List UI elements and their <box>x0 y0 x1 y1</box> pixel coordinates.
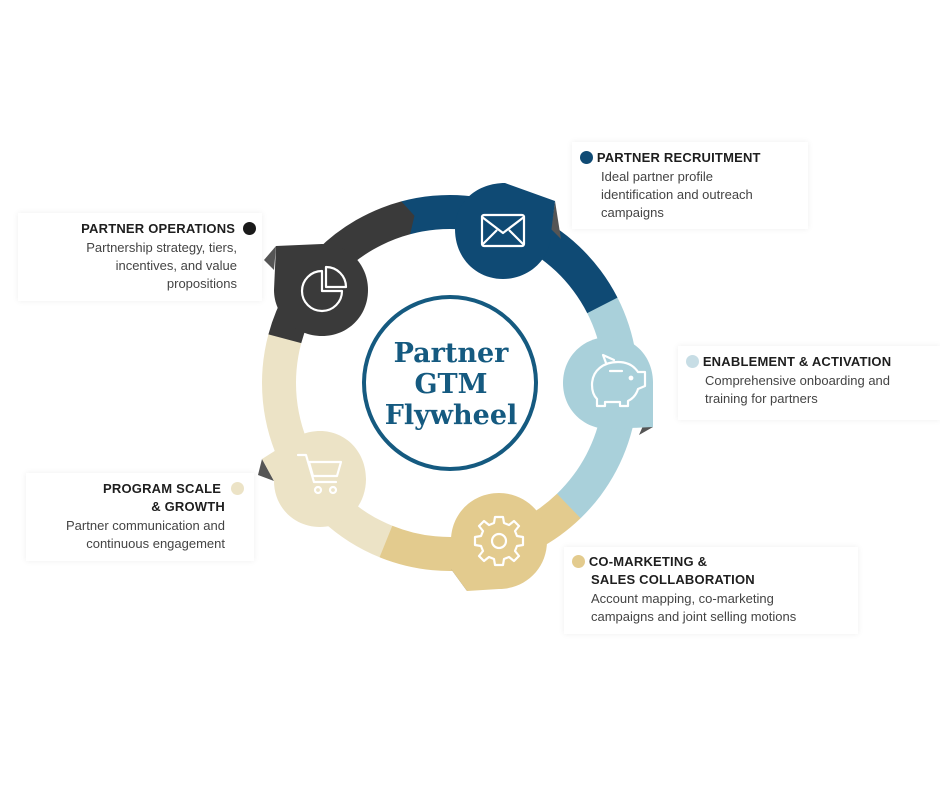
card-co-marketing: CO-MARKETING & SALES COLLABORATION Accou… <box>564 547 858 634</box>
card-program-scale: PROGRAM SCALE & GROWTH Partner communica… <box>26 473 254 561</box>
center-title-line-1: Partner <box>394 338 510 369</box>
tab-shadow-operations <box>264 246 276 270</box>
center-ring <box>362 295 538 471</box>
card-desc-line: identification and outreach <box>601 187 753 202</box>
card-desc-line: Comprehensive onboarding and <box>705 373 891 388</box>
card-enablement-activation: ENABLEMENT & ACTIVATION Comprehensive on… <box>678 346 940 420</box>
card-desc-line: continuous engagement <box>86 536 225 551</box>
card-description: Partnership strategy, tiers, incentives,… <box>26 239 256 293</box>
card-desc-line: campaigns <box>601 205 664 220</box>
card-title-text: PROGRAM SCALE <box>103 481 222 496</box>
card-title-line-2: SALES COLLABORATION <box>591 572 755 587</box>
node-tab-enablement <box>563 337 653 429</box>
card-desc-line: Ideal partner profile <box>601 169 714 184</box>
gear-icon <box>473 515 525 567</box>
card-desc-line: propositions <box>166 276 237 291</box>
legend-dot-enablement <box>686 355 699 368</box>
card-description: Account mapping, co-marketing campaigns … <box>572 590 850 626</box>
card-partner-operations: PARTNER OPERATIONS Partnership strategy,… <box>18 213 262 301</box>
card-title: CO-MARKETING & <box>572 553 850 571</box>
card-title-line-2: & GROWTH <box>151 499 225 514</box>
card-description: Ideal partner profile identification and… <box>580 168 800 222</box>
card-desc-line: Partnership strategy, tiers, <box>86 240 237 255</box>
card-title-text: PARTNER OPERATIONS <box>81 221 236 236</box>
pie-chart-icon <box>300 265 348 313</box>
card-desc-line: Partner communication and <box>66 518 225 533</box>
card-title: PROGRAM SCALE <box>34 480 244 498</box>
center-title-line-2: GTM <box>414 369 487 400</box>
envelope-icon <box>480 213 526 248</box>
node-tab-comarketing <box>451 493 547 591</box>
card-title-text: CO-MARKETING & <box>588 554 708 569</box>
piggy-bank-icon <box>590 353 647 408</box>
legend-dot-scale <box>231 482 244 495</box>
tab-shadow-recruitment <box>551 201 561 239</box>
card-desc-line: campaigns and joint selling motions <box>591 609 797 624</box>
legend-dot-recruitment <box>580 151 593 164</box>
legend-dot-comarketing <box>572 555 585 568</box>
legend-dot-operations <box>243 222 256 235</box>
card-description: Partner communication and continuous eng… <box>34 517 244 553</box>
card-desc-line: incentives, and value <box>115 258 237 273</box>
card-description: Comprehensive onboarding and training fo… <box>686 372 932 408</box>
center-title-line-3: Flywheel <box>385 400 518 431</box>
tab-shadow-scale <box>258 459 274 481</box>
card-title: ENABLEMENT & ACTIVATION <box>686 353 932 371</box>
card-desc-line: Account mapping, co-marketing <box>591 591 774 606</box>
card-title: PARTNER OPERATIONS <box>26 220 256 238</box>
card-title-text: PARTNER RECRUITMENT <box>596 150 761 165</box>
card-title: PARTNER RECRUITMENT <box>580 149 800 167</box>
shopping-cart-icon <box>296 453 343 495</box>
card-title-text: ENABLEMENT & ACTIVATION <box>702 354 892 369</box>
ring-segment-scale <box>261 330 393 558</box>
card-desc-line: training for partners <box>705 391 818 406</box>
card-partner-recruitment: PARTNER RECRUITMENT Ideal partner profil… <box>572 142 808 229</box>
